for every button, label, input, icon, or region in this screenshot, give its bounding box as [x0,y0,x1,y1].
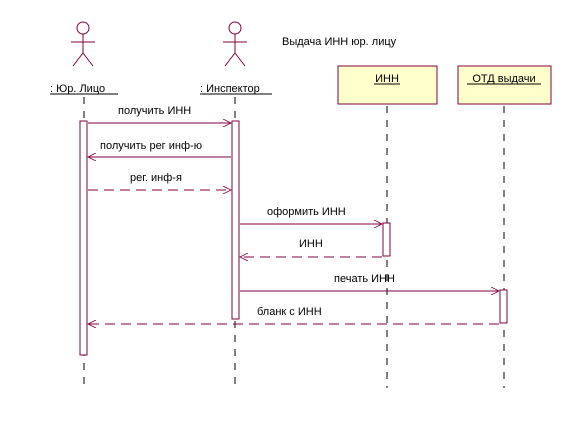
message-inn-return[interactable]: ИНН [240,238,382,257]
message-issue-inn[interactable]: оформить ИНН [240,206,382,224]
message-label: получить рег инф-ю [100,140,202,152]
actor-label: : Инспектор [200,83,260,95]
message-label: рег. инф-я [130,172,182,184]
object-inn[interactable]: ИНН [337,65,438,105]
message-get-inn[interactable]: получить ИНН [88,105,231,123]
object-label: ОТД выдачи [472,73,535,85]
message-get-reg-info[interactable]: получить рег инф-ю [88,140,231,157]
message-inn-form-return[interactable]: бланк с ИНН [88,306,499,324]
message-label: бланк с ИНН [257,306,322,318]
activation-bar-inspector [231,120,240,320]
message-label: ИНН [299,238,323,250]
message-print-inn[interactable]: печать ИНН [240,273,499,291]
stick-figure-icon [223,21,247,67]
actor-inspector[interactable]: : Инспектор [200,21,272,95]
actor-legal-entity[interactable]: : Юр. Лицо [50,21,118,95]
stick-figure-icon [71,21,95,67]
activation-bar-inn [382,222,391,257]
object-issue-department[interactable]: ОТД выдачи [457,65,552,105]
object-box [457,65,552,105]
diagram-title: Выдача ИНН юр. лицу [282,36,397,48]
activation-bar-issue-department [499,289,508,324]
actor-label: : Юр. Лицо [50,83,105,95]
object-box [337,65,438,105]
message-label: печать ИНН [334,273,395,285]
object-label: ИНН [375,73,399,85]
message-label: получить ИНН [118,105,191,117]
message-label: оформить ИНН [267,206,346,218]
message-reg-info-return[interactable]: рег. инф-я [88,172,231,190]
activation-bar-legal-entity [79,120,88,356]
